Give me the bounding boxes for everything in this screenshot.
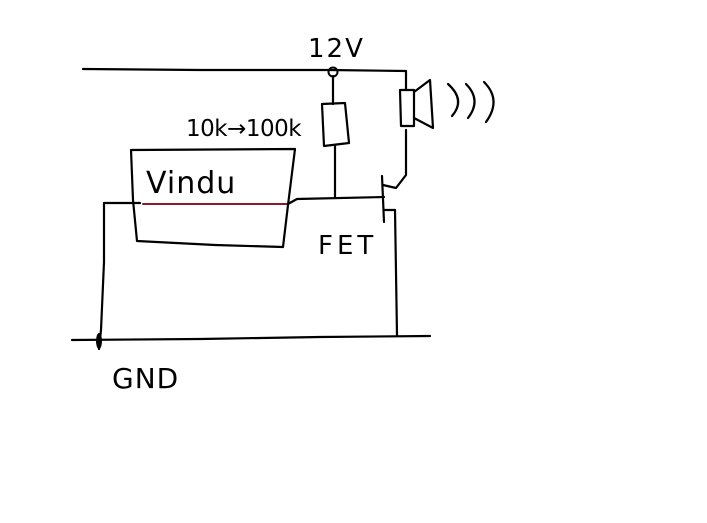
window-outline [129,147,297,249]
speaker-icon [398,78,435,130]
fet-channel [380,174,386,224]
resistor-value-label: 10k→100k [186,116,302,142]
window-label: Vindu [146,166,236,201]
left-ground-wire [97,201,142,351]
fet-source-wire [382,208,399,337]
ground-label: GND [112,362,179,395]
pull-up-resistor [320,101,351,148]
supply-voltage-label: 12V [308,34,365,64]
supply-rail-wire [81,67,408,73]
ground-rail-wire [70,334,432,342]
sound-waves-icon [446,80,495,124]
fet-drain-wire [381,128,408,190]
ground-node-dot [96,333,102,349]
gate-wire [286,195,386,206]
fet-label: FET [318,231,377,261]
